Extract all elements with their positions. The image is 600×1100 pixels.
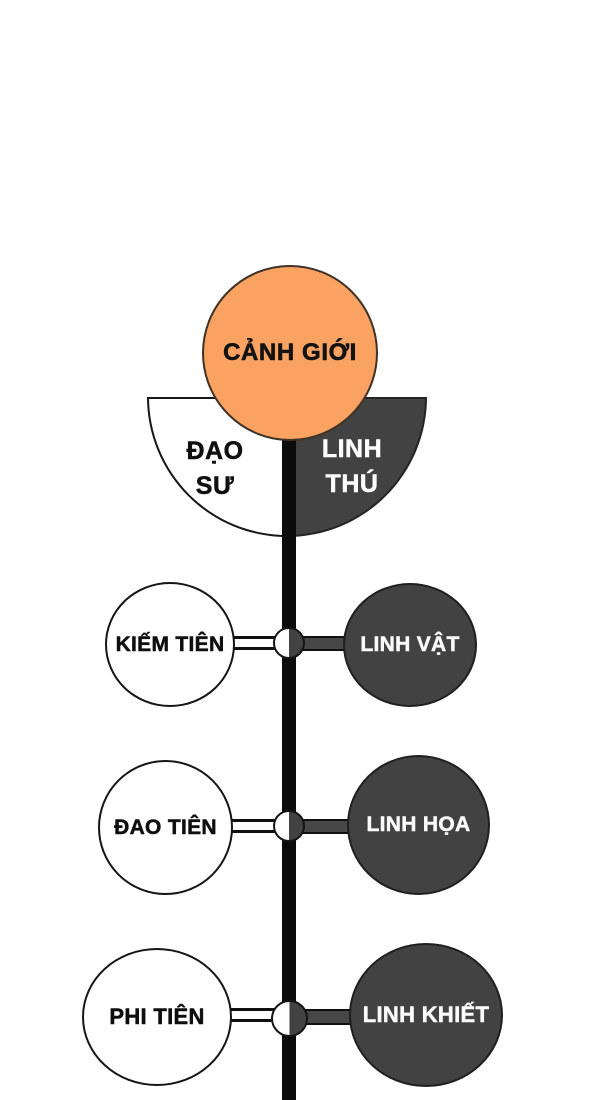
right-node-row1: LINH VẬT — [343, 583, 477, 707]
trunk-line — [282, 397, 296, 1100]
right-node-row1-label: LINH VẬT — [360, 633, 460, 657]
left-node-row2: ĐAO TIÊN — [98, 760, 233, 895]
left-node-row1: KIẾM TIÊN — [105, 582, 235, 707]
root-node-label: CẢNH GIỚI — [223, 339, 357, 367]
left-node-row2-label: ĐAO TIÊN — [114, 815, 217, 839]
right-node-row3-label: LINH KHIẾT — [362, 1002, 490, 1028]
left-node-row3: PHI TIÊN — [82, 948, 232, 1086]
left-node-row1-label: KIẾM TIÊN — [115, 632, 225, 656]
right-branch-label: LINH THÚ — [297, 432, 407, 502]
left-branch-line2: SƯ — [195, 472, 235, 501]
left-node-row3-label: PHI TIÊN — [109, 1004, 205, 1030]
right-branch-line1: LINH — [321, 435, 383, 464]
junction-dot-row3 — [271, 1000, 308, 1037]
root-node: CẢNH GIỚI — [202, 265, 378, 441]
right-branch-line2: THÚ — [325, 470, 379, 499]
junction-dot-row1 — [273, 627, 305, 659]
right-node-row2-label: LINH HỌA — [366, 813, 471, 837]
right-node-row2: LINH HỌA — [347, 755, 490, 895]
left-branch-label: ĐẠO SƯ — [155, 434, 275, 504]
right-node-row3: LINH KHIẾT — [349, 943, 503, 1087]
junction-dot-row2 — [273, 810, 305, 842]
left-branch-line1: ĐẠO — [186, 437, 244, 466]
